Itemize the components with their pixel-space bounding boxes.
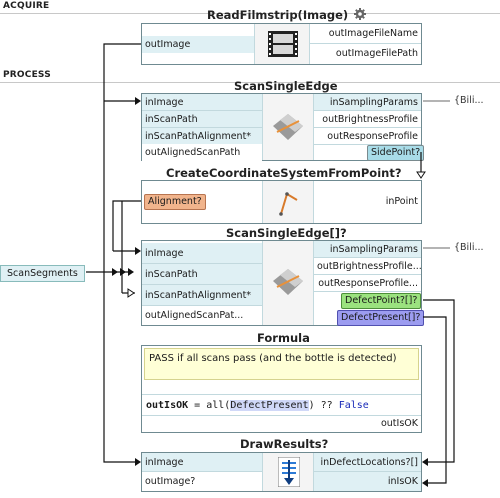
port-outimage-draw[interactable]: outImage?	[142, 472, 262, 491]
formula-title[interactable]: Formula	[257, 331, 310, 345]
formula-expression[interactable]: outIsOK = all(DefectPresent) ?? False	[146, 400, 369, 411]
formula-divider	[142, 394, 421, 395]
draw-icon-box	[262, 453, 314, 491]
section-divider	[0, 82, 500, 83]
formula-input-var: DefectPresent	[230, 400, 309, 411]
section-acquire: ACQUIRE	[3, 1, 50, 11]
section-process: PROCESS	[3, 70, 51, 80]
read-filmstrip-tool[interactable]: outImage outImageFileName outImageFilePa…	[141, 23, 422, 65]
arrow-head	[128, 268, 134, 276]
arrow-head-hollow	[416, 171, 426, 179]
defectpresent-output-badge[interactable]: DefectPresent[]?	[337, 310, 425, 326]
filmstrip-icon	[268, 31, 298, 57]
arrow-head	[135, 97, 141, 105]
alignment-input-badge[interactable]: Alignment?	[144, 194, 206, 210]
port-insamplingparams[interactable]: inSamplingParams	[314, 94, 421, 111]
create-cs-title[interactable]: CreateCoordinateSystemFromPoint?	[166, 166, 402, 180]
read-filmstrip-title[interactable]: ReadFilmstrip(Image)	[207, 8, 367, 22]
arrow-head	[135, 247, 141, 255]
arrow-head	[422, 458, 428, 466]
port-outisok[interactable]: outIsOK	[314, 416, 421, 432]
port-inisok[interactable]: inIsOK	[314, 472, 421, 491]
port-indefectlocations[interactable]: inDefectLocations?[]	[314, 453, 421, 472]
wire-outimage-main	[103, 43, 141, 463]
scan-edge-icon-box	[262, 94, 314, 160]
defectpoint-output-badge[interactable]: DefectPoint?[]?	[341, 293, 422, 309]
tool-title-text: ReadFilmstrip(Image)	[207, 8, 349, 22]
sidepoint-output-badge[interactable]: SidePoint?	[367, 145, 425, 161]
scan-single-edge-tool[interactable]: inImage inScanPath inScanPathAlignment* …	[141, 93, 425, 161]
port-insamplingparams-arr[interactable]: inSamplingParams	[314, 241, 421, 258]
gear-icon[interactable]	[354, 8, 367, 20]
formula-tool[interactable]: PASS if all scans pass (and the bottle i…	[141, 345, 422, 433]
section-divider	[0, 13, 500, 14]
port-outimage[interactable]: outImage	[142, 36, 254, 53]
scan-single-edge-array-tool[interactable]: inImage inScanPath inScanPathAlignment* …	[141, 240, 425, 326]
port-outalignedscanpath-arr[interactable]: outAlignedScanPat...	[142, 306, 262, 325]
draw-results-icon	[278, 457, 300, 487]
port-outimagefilename[interactable]: outImageFileName	[310, 24, 421, 44]
port-outresponseprofile[interactable]: outResponseProfile	[314, 128, 421, 145]
port-outbrightnessprofile[interactable]: outBrightnessProfile	[314, 111, 421, 128]
formula-divider	[142, 415, 421, 416]
port-inimage-draw[interactable]: inImage	[142, 453, 262, 472]
port-outresponseprofile-arr[interactable]: outResponseProfile...	[314, 275, 421, 292]
formula-comment: PASS if all scans pass (and the bottle i…	[144, 348, 419, 380]
arrow-head	[135, 458, 141, 466]
wire-defectpoint	[423, 299, 455, 463]
formula-keyword: False	[338, 400, 369, 411]
port-outbrightnessprofile-arr[interactable]: outBrightnessProfile...	[314, 258, 421, 275]
formula-op: = all(	[188, 400, 231, 411]
coord-icon-box	[262, 181, 314, 223]
scan-edge-icon	[273, 114, 303, 140]
draw-results-title[interactable]: DrawResults?	[240, 437, 329, 451]
port-inimage[interactable]: inImage	[142, 94, 262, 111]
port-outalignedscanpath[interactable]: outAlignedScanPath	[142, 144, 262, 161]
coordinate-system-icon	[279, 192, 298, 216]
port-inpoint[interactable]: inPoint	[314, 193, 421, 210]
arrow-head-hollow	[127, 288, 135, 298]
scansegments-data-source[interactable]: ScanSegments	[0, 265, 85, 282]
create-cs-tool[interactable]: Alignment? inPoint	[141, 180, 422, 224]
sampling-params-value[interactable]: {Bili...	[454, 242, 484, 253]
draw-results-tool[interactable]: inImage outImage? inDefectLocations?[] i…	[141, 452, 422, 492]
port-inimage-arr[interactable]: inImage	[142, 243, 262, 264]
scan-single-edge-array-title[interactable]: ScanSingleEdge[]?	[226, 226, 347, 240]
arrow-head	[422, 479, 428, 487]
wire-defectpresent	[423, 316, 447, 484]
port-outimagefilepath[interactable]: outImageFilePath	[310, 44, 421, 64]
port-inscanpath-arr[interactable]: inScanPath	[142, 264, 262, 285]
filmstrip-icon-box	[254, 24, 310, 64]
arrow-head	[112, 268, 118, 276]
sampling-params-value[interactable]: {Bili...	[454, 95, 484, 106]
formula-op: ) ??	[308, 400, 339, 411]
scan-edge-icon	[273, 269, 303, 295]
port-inscanpath[interactable]: inScanPath	[142, 111, 262, 128]
formula-out-var: outIsOK	[146, 400, 189, 411]
port-inscanpathalignment-arr[interactable]: inScanPathAlignment*	[142, 285, 262, 306]
scan-single-edge-title[interactable]: ScanSingleEdge	[234, 79, 338, 93]
arrow-head	[120, 268, 126, 276]
wire-alignment	[112, 200, 141, 251]
scan-edge-array-icon-box	[262, 241, 314, 325]
